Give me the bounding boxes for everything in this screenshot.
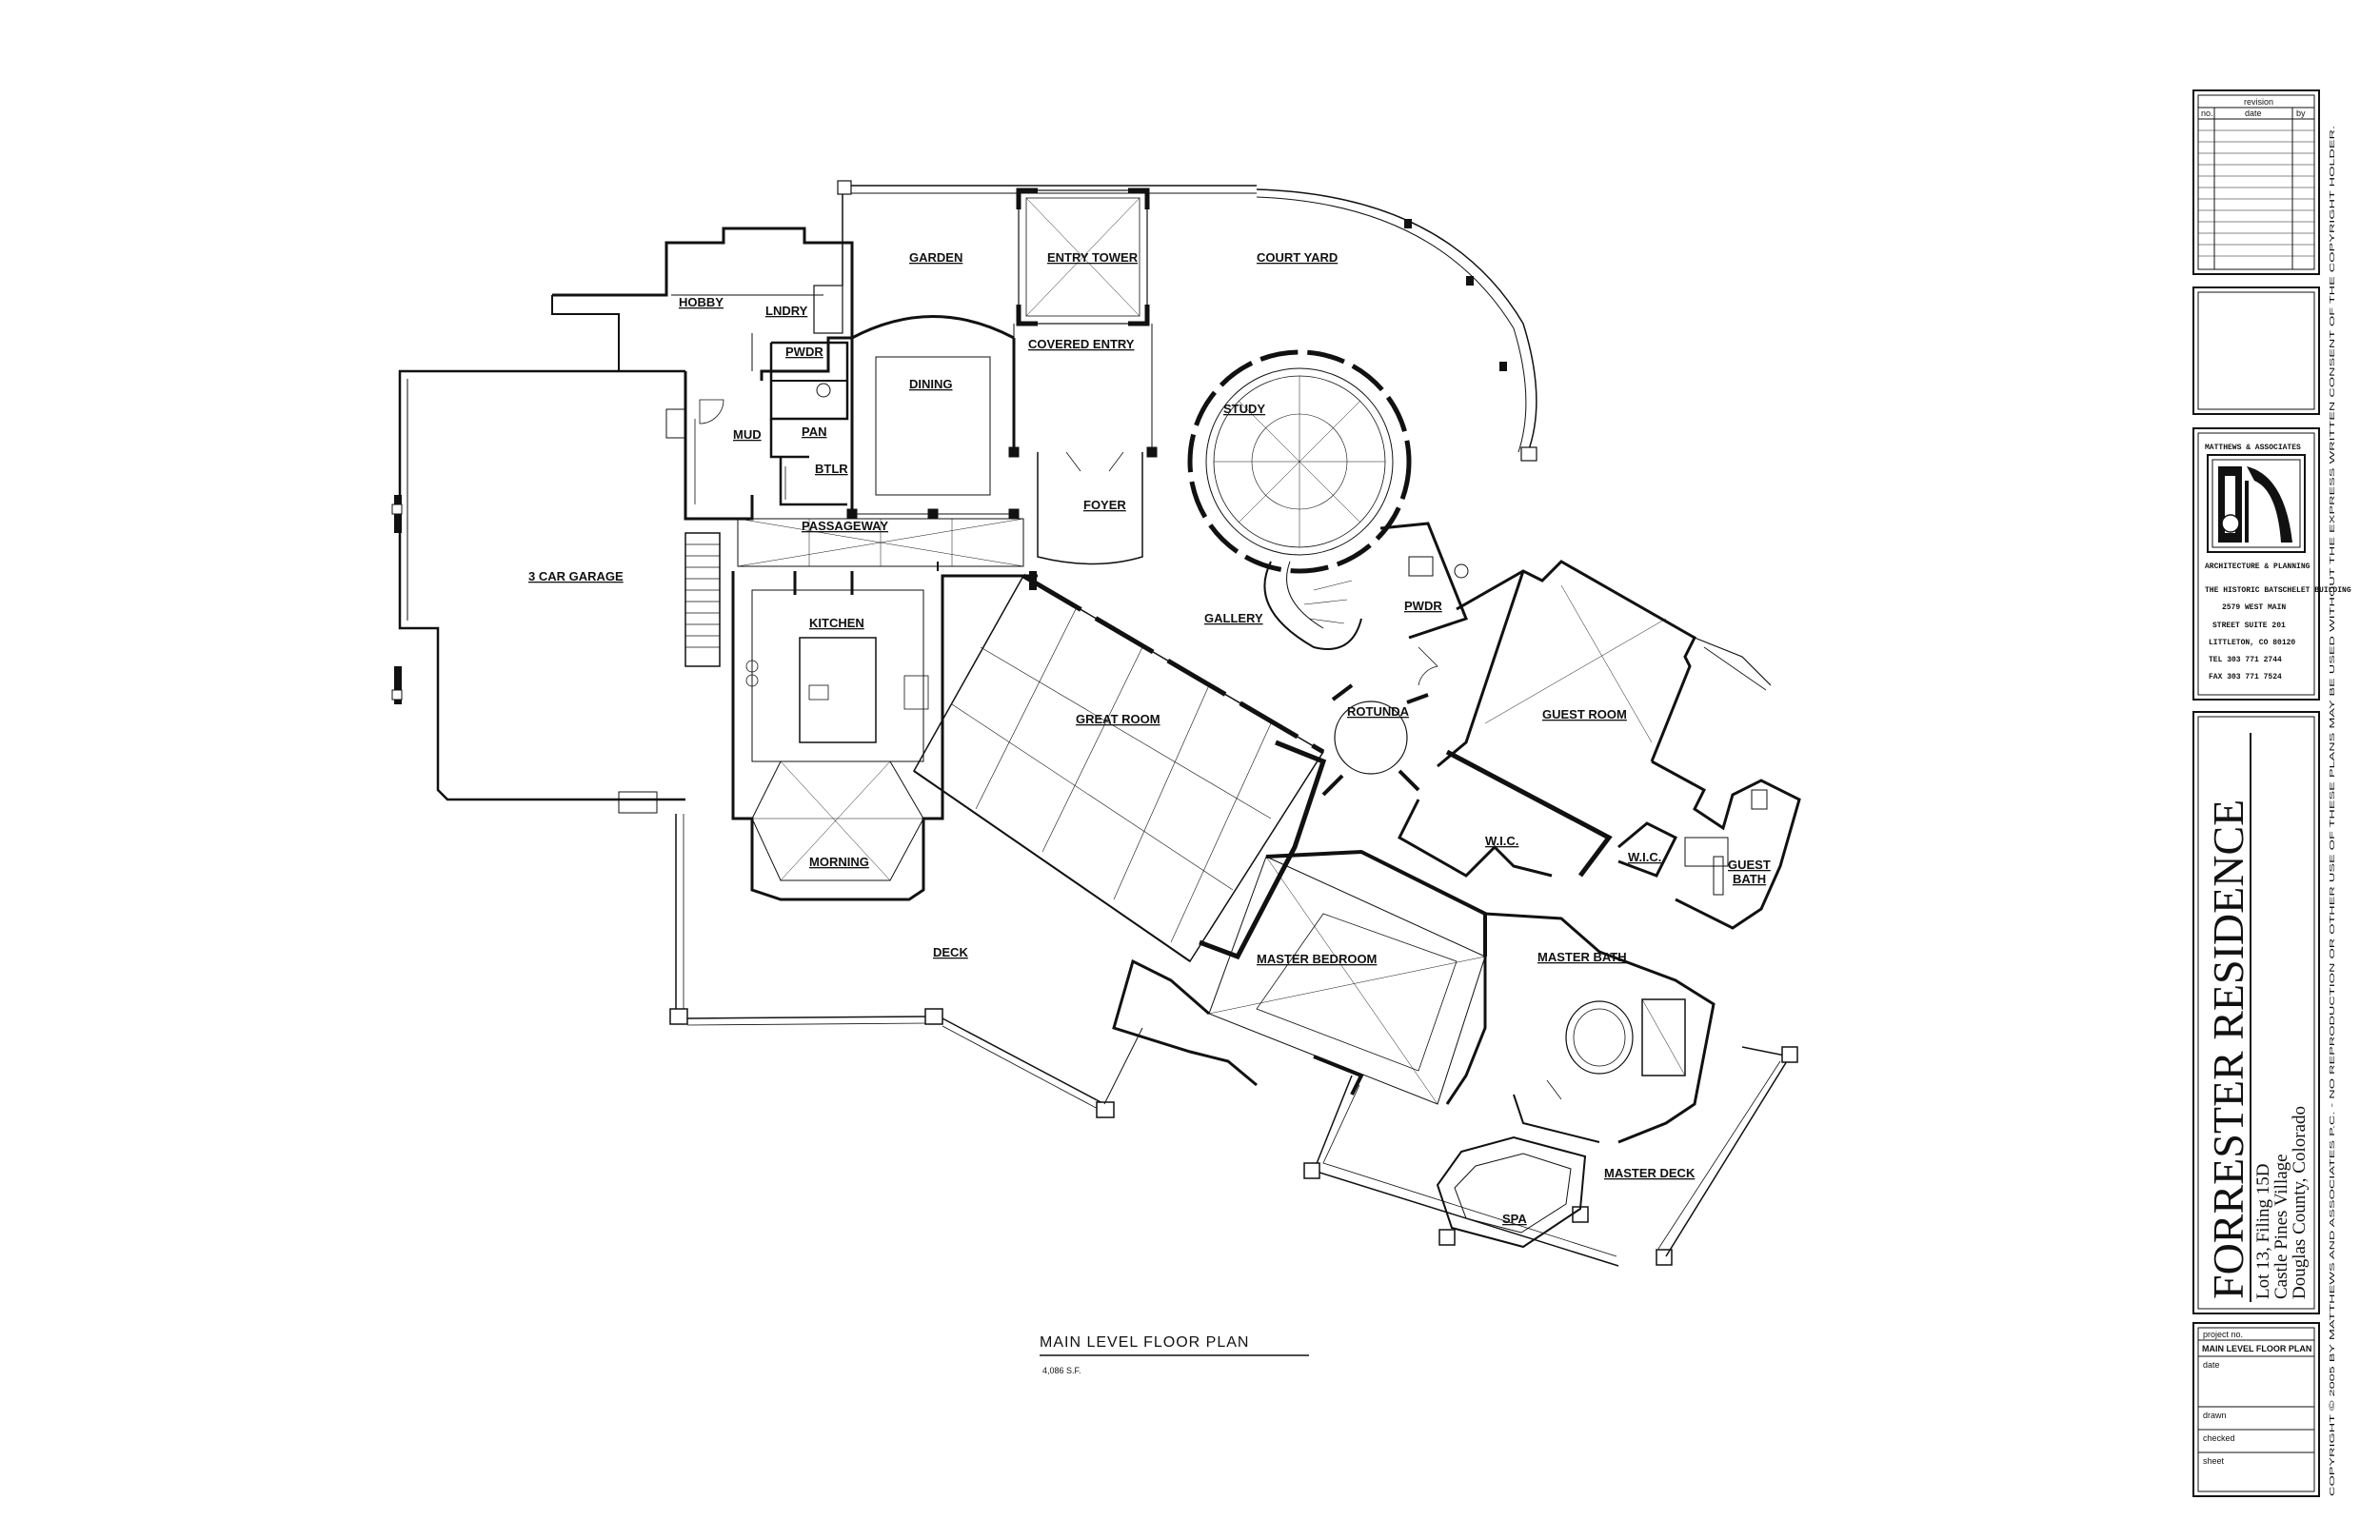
room-label-court-yard: COURT YARD bbox=[1257, 250, 1338, 265]
room-label-wic-2: W.I.C. bbox=[1628, 850, 1661, 864]
room-label-deck: DECK bbox=[933, 945, 968, 959]
firm-tagline: ARCHITECTURE & PLANNING bbox=[2205, 563, 2311, 571]
room-label-wic: W.I.C. bbox=[1485, 834, 1518, 848]
great-room-structure bbox=[913, 571, 1327, 963]
blank-stamp-block bbox=[2192, 286, 2320, 415]
revision-col-by: by bbox=[2296, 109, 2306, 118]
guest-wing-structure bbox=[1398, 560, 1801, 930]
room-label-spa: SPA bbox=[1502, 1212, 1527, 1226]
service-wing bbox=[551, 227, 854, 521]
revision-heading: revision bbox=[2244, 97, 2273, 107]
kitchen-structure bbox=[731, 571, 1038, 901]
revision-col-date: date bbox=[2245, 109, 2262, 118]
revision-block bbox=[2192, 89, 2320, 275]
firm-block bbox=[2192, 427, 2320, 701]
master-deck-structure bbox=[1303, 1046, 1798, 1267]
firm-address-3: STREET SUITE 201 bbox=[2212, 622, 2286, 630]
room-label-dining: DINING bbox=[909, 377, 953, 391]
room-label-pan: PAN bbox=[802, 424, 826, 439]
project-block bbox=[2192, 711, 2320, 1314]
sheet-block bbox=[2192, 1322, 2320, 1497]
project-line-3: Douglas County, Colorado bbox=[2290, 1106, 2310, 1299]
drawing-title: MAIN LEVEL FLOOR PLAN 4,086 S.F. bbox=[1040, 1334, 1309, 1375]
study-structure bbox=[1187, 349, 1412, 650]
firm-tel: TEL 303 771 2744 bbox=[2209, 656, 2282, 664]
firm-address-2: 2579 WEST MAIN bbox=[2222, 603, 2286, 612]
room-label-entry-tower: ENTRY TOWER bbox=[1047, 250, 1139, 265]
courtyard-structure bbox=[837, 180, 1537, 565]
room-label-pwdr: PWDR bbox=[785, 345, 823, 359]
master-suite-structure bbox=[1112, 849, 1716, 1144]
project-line-2: Castle Pines Village bbox=[2271, 1154, 2291, 1299]
deck-structure bbox=[669, 814, 1143, 1118]
room-label-guest-bath-1: GUEST bbox=[1728, 858, 1771, 872]
room-label-morning: MORNING bbox=[809, 855, 869, 869]
room-label-hobby: HOBBY bbox=[679, 295, 724, 309]
room-label-lndry: LNDRY bbox=[765, 304, 808, 318]
room-label-garage: 3 CAR GARAGE bbox=[528, 569, 624, 583]
sheet-project-no-label: project no. bbox=[2203, 1330, 2243, 1339]
room-label-study: STUDY bbox=[1223, 402, 1265, 416]
firm-address-4: LITTLETON, CO 80120 bbox=[2209, 639, 2295, 647]
room-label-gallery: GALLERY bbox=[1204, 611, 1263, 625]
sheet-date-label: date bbox=[2203, 1360, 2220, 1370]
room-label-master-bedroom: MASTER BEDROOM bbox=[1257, 952, 1377, 966]
room-label-rotunda: ROTUNDA bbox=[1347, 704, 1410, 719]
firm-name: MATTHEWS & ASSOCIATES bbox=[2205, 444, 2301, 452]
firm-logo bbox=[2207, 454, 2306, 553]
copyright-notice: COPYRIGHT © 2005 BY MATTHEWS AND ASSOCIA… bbox=[2329, 126, 2336, 1496]
firm-address-1: THE HISTORIC BATSCHELET BUILDING bbox=[2205, 586, 2351, 595]
sheet-sheet-label: sheet bbox=[2203, 1456, 2225, 1466]
garage-structure bbox=[391, 369, 721, 814]
sheet-title: MAIN LEVEL FLOOR PLAN bbox=[2202, 1344, 2311, 1353]
drawing-area-text: 4,086 S.F. bbox=[1042, 1366, 1081, 1375]
room-label-great-room: GREAT ROOM bbox=[1076, 712, 1160, 726]
passageway-structure bbox=[737, 518, 1024, 571]
project-name: FORRESTER RESIDENCE bbox=[2204, 800, 2252, 1299]
room-label-btlr: BTLR bbox=[815, 462, 848, 476]
room-label-foyer: FOYER bbox=[1083, 498, 1126, 512]
firm-fax: FAX 303 771 7524 bbox=[2209, 673, 2282, 681]
room-label-guest-room: GUEST ROOM bbox=[1542, 707, 1627, 721]
room-label-master-bath: MASTER BATH bbox=[1537, 950, 1627, 964]
room-label-passageway: PASSAGEWAY bbox=[802, 519, 888, 533]
rotunda-structure bbox=[1321, 522, 1469, 797]
room-label-kitchen: KITCHEN bbox=[809, 616, 864, 630]
room-label-mud: MUD bbox=[733, 427, 762, 442]
sheet-checked-label: checked bbox=[2203, 1433, 2235, 1443]
dining-structure bbox=[846, 315, 1020, 520]
revision-col-no: no. bbox=[2201, 109, 2213, 118]
room-labels: HOBBY LNDRY GARDEN ENTRY TOWER COURT YAR… bbox=[528, 250, 1771, 1226]
drawing-title-text: MAIN LEVEL FLOOR PLAN bbox=[1040, 1334, 1249, 1351]
project-line-1: Lot 13, Filing 15D bbox=[2253, 1163, 2273, 1299]
sheet-drawn-label: drawn bbox=[2203, 1411, 2227, 1420]
room-label-pwdr-2: PWDR bbox=[1404, 599, 1442, 613]
room-label-master-deck: MASTER DECK bbox=[1604, 1166, 1696, 1180]
room-label-guest-bath-2: BATH bbox=[1733, 872, 1766, 886]
room-label-covered-entry: COVERED ENTRY bbox=[1028, 337, 1135, 351]
room-label-garden: GARDEN bbox=[909, 250, 962, 265]
